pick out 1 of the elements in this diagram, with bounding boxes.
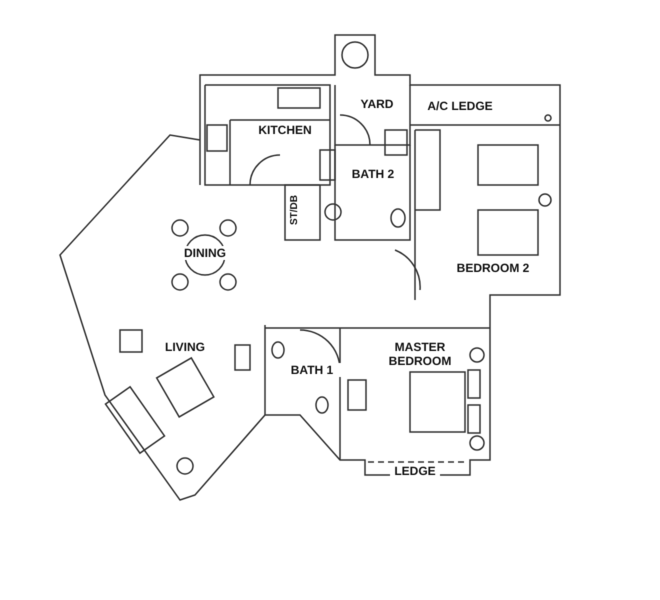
room-label: LEDGE — [390, 464, 440, 478]
